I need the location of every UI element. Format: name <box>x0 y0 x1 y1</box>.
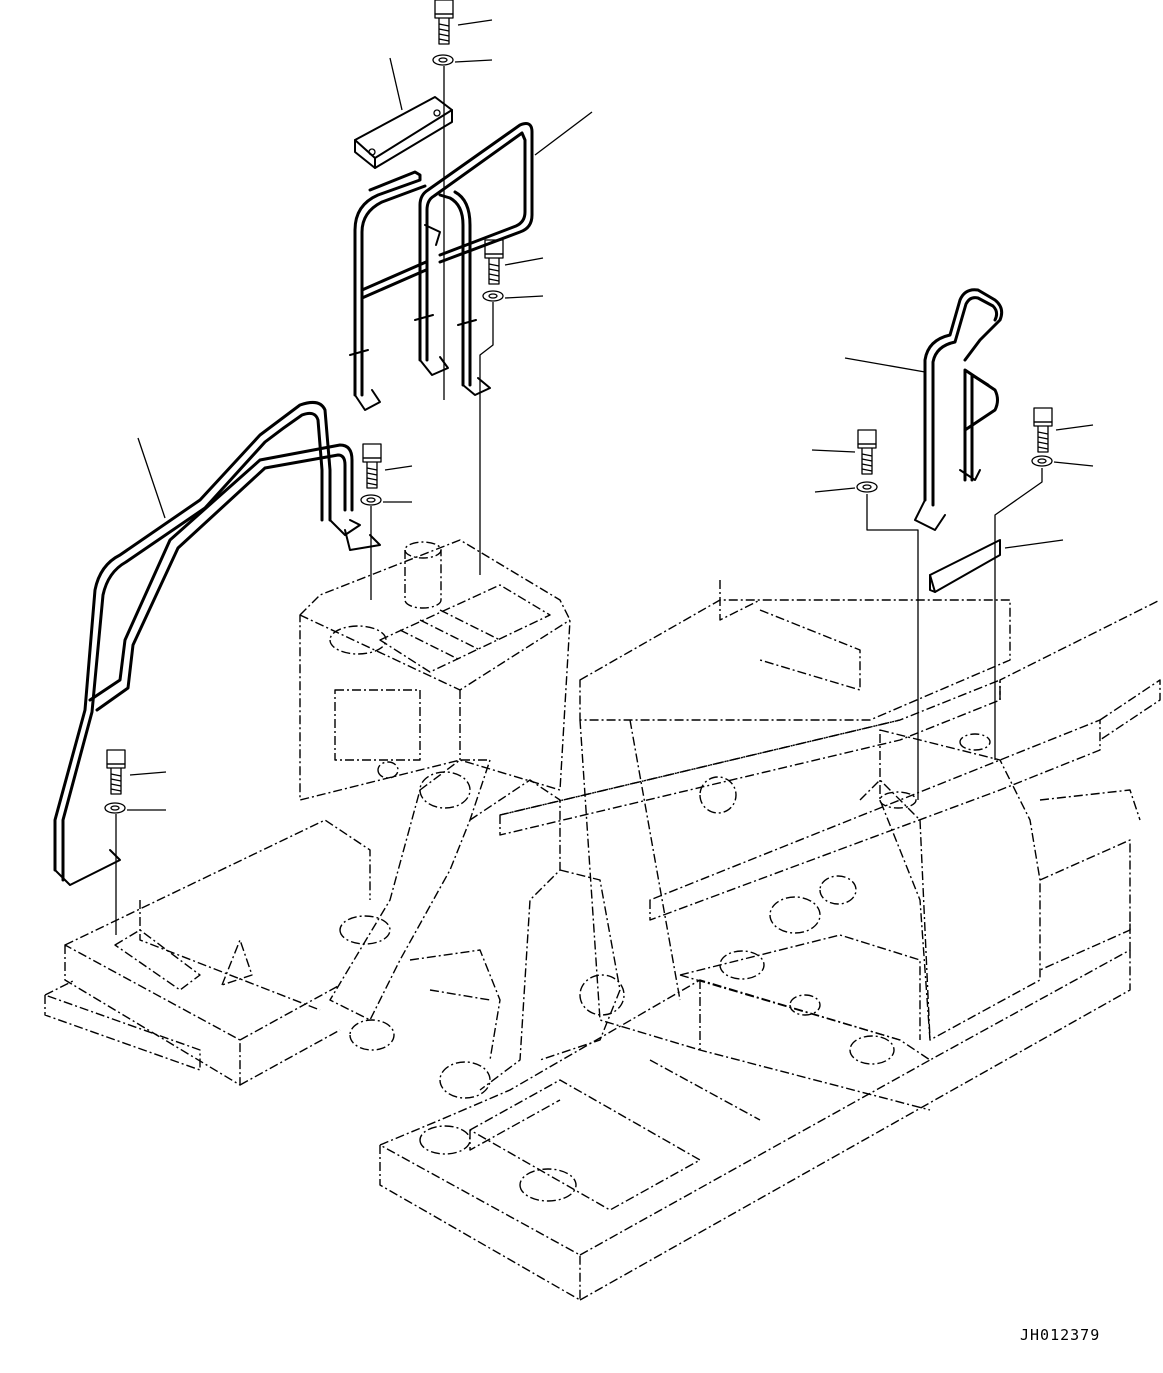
washer <box>856 481 878 493</box>
center-handrail <box>349 122 534 411</box>
leader-lines <box>127 19 1094 811</box>
washer <box>432 54 454 66</box>
bolt <box>434 0 454 45</box>
plate-bracket-right <box>929 539 1001 593</box>
bolt <box>484 239 504 285</box>
washer <box>1031 455 1053 467</box>
right-handrail <box>914 288 1004 531</box>
bolt <box>857 429 877 475</box>
left-handrail <box>53 400 381 886</box>
machine-frame <box>44 539 1161 1301</box>
washer <box>360 494 382 506</box>
bolt <box>362 443 382 489</box>
drawing-code: JH012379 <box>1020 1326 1101 1344</box>
plate-bracket-top <box>354 96 453 169</box>
bolt <box>106 749 126 795</box>
washer <box>104 802 126 814</box>
washer <box>482 290 504 302</box>
bolt <box>1033 407 1053 453</box>
assembly-lines <box>115 66 1043 935</box>
